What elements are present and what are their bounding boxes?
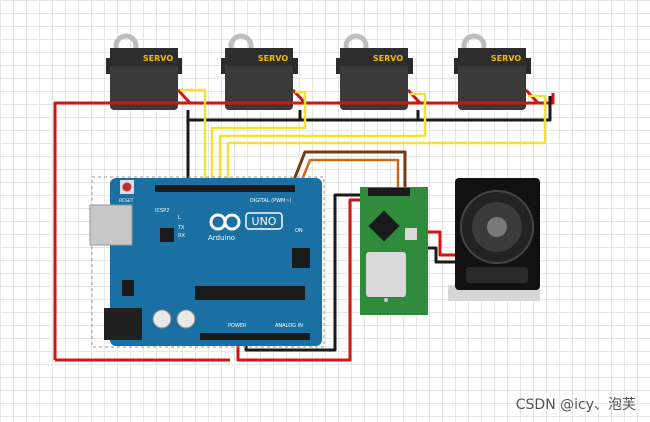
module-chip [368, 210, 400, 242]
on-label: ON [295, 228, 303, 234]
black-wire-bus [186, 96, 552, 122]
servo-2-label: SERVO [258, 54, 288, 63]
module-red-wire [236, 198, 366, 362]
icsp-header [292, 248, 310, 268]
usb-port [89, 204, 133, 246]
yellow-wire-2 [210, 90, 307, 185]
brown-wire [290, 150, 407, 190]
module-button[interactable] [405, 228, 417, 240]
sound-module [360, 187, 428, 315]
regulator [122, 280, 134, 296]
digital-header [155, 185, 295, 192]
servo-4-label: SERVO [491, 54, 521, 63]
board-pcb [110, 178, 322, 346]
brand-text: Arduino [208, 234, 235, 242]
module-header [368, 188, 410, 196]
yellow-wire-1 [180, 88, 207, 185]
infinity-logo-right [223, 213, 241, 231]
capacitor-1 [152, 309, 172, 329]
arduino-uno-board: RESET DIGITAL (PWM~) ICSP2 Arduino UNO T… [89, 176, 325, 348]
power-analog-header [200, 333, 310, 340]
watermark: CSDN @icy、泡芙 [515, 397, 636, 413]
speaker-black-wire [425, 246, 455, 264]
uno-logo: UNO [252, 215, 277, 228]
speaker-dustcap [487, 217, 507, 237]
wires [53, 88, 555, 362]
rx-label: RX [178, 233, 185, 239]
digital-label: DIGITAL (PWM~) [250, 198, 292, 204]
tx-label: TX [177, 225, 185, 231]
reset-label: RESET [119, 198, 134, 204]
servo-1: SERVO [106, 33, 182, 110]
orange-wire [298, 158, 400, 190]
yellow-wire-3 [218, 92, 427, 185]
reset-button[interactable] [122, 182, 132, 192]
yellow-wire-4 [226, 94, 547, 185]
speaker-red-wire [425, 230, 455, 257]
module-shield [366, 252, 406, 297]
servo-1-label: SERVO [143, 54, 173, 63]
speaker [448, 178, 540, 301]
servo-3-label: SERVO [373, 54, 403, 63]
servo-2: SERVO [221, 33, 298, 110]
power-jack [104, 308, 142, 340]
analog-label: ANALOG IN [275, 323, 303, 329]
servo-4: SERVO [454, 33, 531, 110]
servo-3: SERVO [336, 33, 413, 110]
chip-small [160, 228, 174, 242]
icsp-label: ICSP2 [155, 208, 169, 214]
capacitor-2 [176, 309, 196, 329]
power-label: POWER [228, 323, 247, 329]
l-label: L [178, 215, 181, 221]
atmega-chip [195, 286, 305, 300]
